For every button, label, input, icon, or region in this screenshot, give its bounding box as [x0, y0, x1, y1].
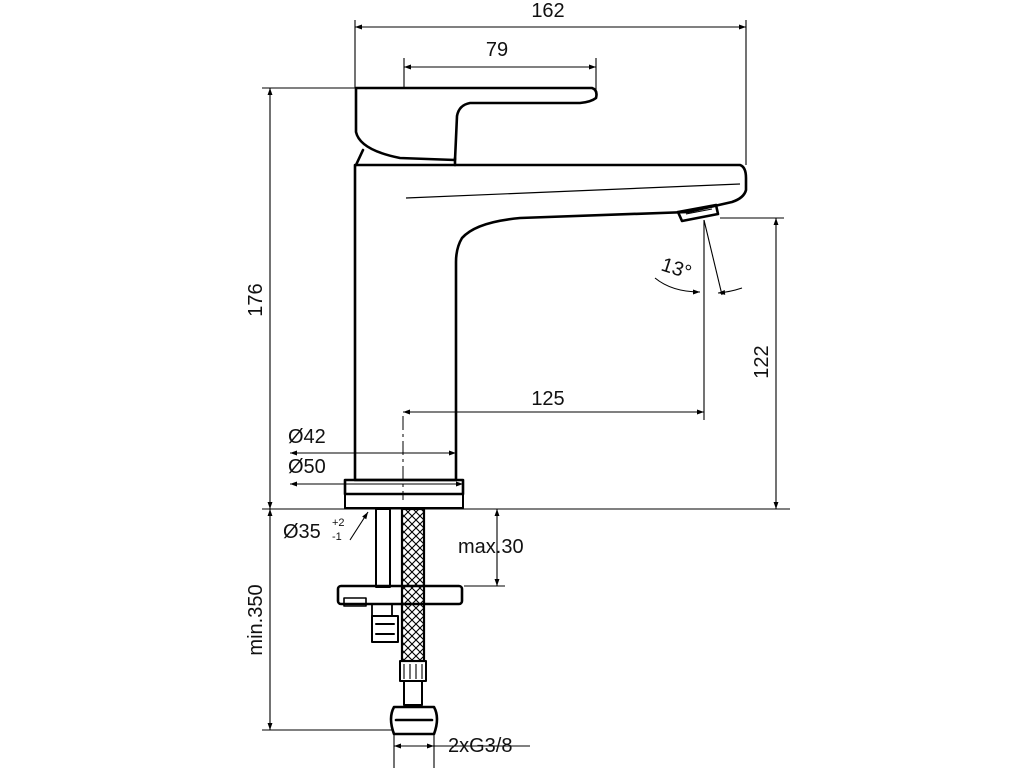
- fixing-nut: [343, 597, 367, 607]
- dim-overall-height: 176: [245, 283, 267, 316]
- dim-hole-diameter: Ø35: [283, 521, 321, 543]
- base-ring: [343, 478, 465, 496]
- crimp-ridges: [403, 664, 423, 679]
- dimension-lines: [262, 20, 790, 768]
- braided-hose: [400, 507, 426, 663]
- stud: [371, 603, 393, 617]
- dim-hole-tolerance-lower: -1: [332, 531, 342, 543]
- dim-body-diameter: Ø42: [288, 426, 326, 448]
- dim-connection: 2xG3/8: [448, 735, 512, 757]
- dim-overall-width: 162: [531, 0, 564, 22]
- aerator: [676, 203, 720, 223]
- hose-neck: [403, 680, 423, 706]
- dim-hole-tolerance-upper: +2: [332, 517, 345, 529]
- under-deck-assembly: [336, 507, 464, 736]
- dim-max-deck-thickness: max.30: [458, 536, 524, 558]
- dim-min-hose-length: min.350: [245, 584, 267, 655]
- dim-spout-projection: 125: [531, 388, 564, 410]
- tap-outline: [343, 86, 748, 509]
- aerator-detail: [685, 208, 713, 215]
- spout-highlight: [405, 183, 741, 199]
- tap-body: [353, 163, 748, 482]
- lever-handle: [354, 86, 598, 162]
- dim-spout-height: 122: [751, 345, 773, 378]
- threaded-rod: [375, 508, 391, 588]
- dim-lever-length: 79: [486, 39, 508, 61]
- fixing-washer: [336, 584, 464, 606]
- dim-base-diameter: Ø50: [288, 456, 326, 478]
- dim-spray-angle: 13°: [658, 254, 694, 284]
- union-nut: [389, 705, 439, 736]
- base-plate: [344, 493, 464, 509]
- hex-nut-small: [371, 615, 399, 643]
